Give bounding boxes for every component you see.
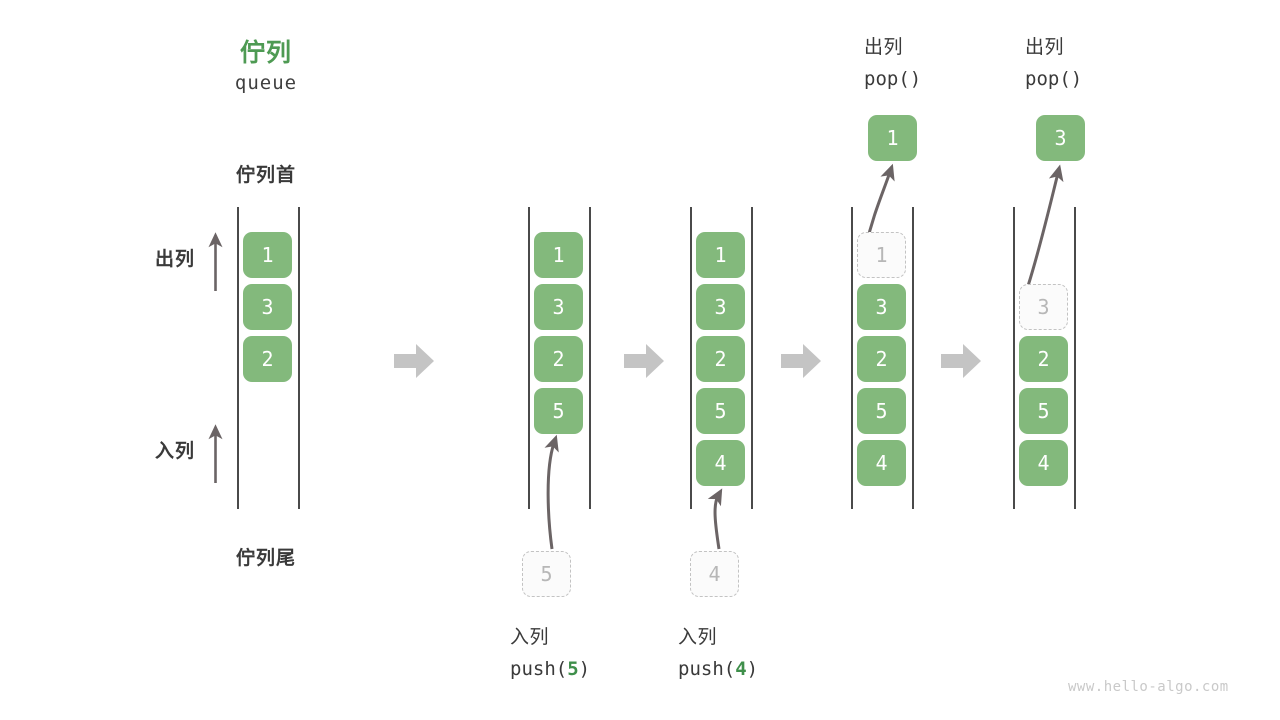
pop-1-op-label: 出列 bbox=[864, 36, 904, 58]
queue-rail-left bbox=[1013, 207, 1015, 509]
pop-3-code-prefix: pop( bbox=[1025, 68, 1071, 90]
popped-cell: 1 bbox=[868, 115, 917, 161]
queue-rail-right bbox=[298, 207, 300, 509]
queue-cell: 2 bbox=[243, 336, 292, 382]
queue-cell: 5 bbox=[534, 388, 583, 434]
queue-rail-left bbox=[528, 207, 530, 509]
queue-cell: 5 bbox=[696, 388, 745, 434]
queue-cell: 4 bbox=[1019, 440, 1068, 486]
queue-cell-ghost: 3 bbox=[1019, 284, 1068, 330]
push-4-op-code: push(4) bbox=[678, 658, 848, 680]
queue-rail-right bbox=[751, 207, 753, 509]
frame-initial: 1 3 2 bbox=[237, 207, 301, 509]
pop-3-op-code: pop() bbox=[1025, 68, 1195, 90]
flow-arrow-4 bbox=[941, 343, 981, 383]
queue-cell: 1 bbox=[534, 232, 583, 278]
flow-arrow-2 bbox=[624, 343, 664, 383]
pop-1-code-prefix: pop( bbox=[864, 68, 910, 90]
push-4-code-suffix: ) bbox=[746, 658, 759, 680]
queue-rail-left bbox=[851, 207, 853, 509]
queue-cell: 3 bbox=[243, 284, 292, 330]
queue-cell-ghost: 1 bbox=[857, 232, 906, 278]
queue-cell: 5 bbox=[1019, 388, 1068, 434]
dequeue-label: 出列 bbox=[154, 248, 195, 270]
queue-cell: 5 bbox=[857, 388, 906, 434]
push-4-code-prefix: push( bbox=[678, 658, 736, 680]
queue-cell: 2 bbox=[534, 336, 583, 382]
queue-cell: 4 bbox=[857, 440, 906, 486]
frame-pop-1: 1 3 2 5 4 bbox=[851, 207, 915, 509]
popped-cell: 3 bbox=[1036, 115, 1085, 161]
pop-1-op-code: pop() bbox=[864, 68, 1034, 90]
queue-cell: 1 bbox=[243, 232, 292, 278]
flow-arrow-3 bbox=[781, 343, 821, 383]
frame-push-4: 1 3 2 5 4 bbox=[690, 207, 754, 509]
queue-cell: 3 bbox=[534, 284, 583, 330]
frame-push-5: 1 3 2 5 bbox=[528, 207, 592, 509]
watermark: www.hello-algo.com bbox=[1068, 679, 1229, 695]
push-4-op-label: 入列 bbox=[678, 626, 718, 648]
page-subtitle: queue bbox=[234, 72, 298, 94]
push-5-code-prefix: push( bbox=[510, 658, 568, 680]
push-5-code-suffix: ) bbox=[578, 658, 591, 680]
enqueue-label: 入列 bbox=[154, 440, 195, 462]
queue-rail-right bbox=[912, 207, 914, 509]
queue-rail-right bbox=[1074, 207, 1076, 509]
queue-cell: 2 bbox=[857, 336, 906, 382]
queue-cell: 2 bbox=[1019, 336, 1068, 382]
queue-rail-left bbox=[690, 207, 692, 509]
push-5-op-label: 入列 bbox=[510, 626, 550, 648]
queue-cell: 3 bbox=[696, 284, 745, 330]
queue-tail-label: 佇列尾 bbox=[235, 547, 296, 569]
page-title: 佇列 bbox=[239, 38, 292, 67]
queue-cell: 2 bbox=[696, 336, 745, 382]
pop-3-op-label: 出列 bbox=[1025, 36, 1065, 58]
pop-1-code-suffix: ) bbox=[909, 68, 922, 90]
frame-pop-3: 3 2 5 4 bbox=[1013, 207, 1077, 509]
push-4-code-value: 4 bbox=[735, 658, 747, 680]
queue-head-label: 佇列首 bbox=[235, 164, 296, 186]
incoming-ghost-cell: 4 bbox=[690, 551, 739, 597]
queue-cell: 3 bbox=[857, 284, 906, 330]
flow-arrow-1 bbox=[394, 343, 434, 383]
queue-cell: 1 bbox=[696, 232, 745, 278]
push-5-op-code: push(5) bbox=[510, 658, 680, 680]
queue-rail-left bbox=[237, 207, 239, 509]
push-5-code-value: 5 bbox=[567, 658, 579, 680]
incoming-ghost-cell: 5 bbox=[522, 551, 571, 597]
queue-rail-right bbox=[589, 207, 591, 509]
queue-cell: 4 bbox=[696, 440, 745, 486]
pop-3-code-suffix: ) bbox=[1070, 68, 1083, 90]
